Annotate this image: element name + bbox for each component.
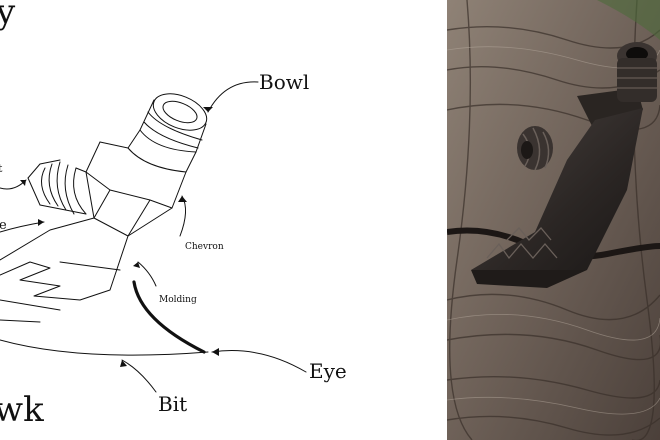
bowl-label: Bowl (259, 70, 310, 94)
leader-arrowheads (20, 107, 219, 367)
leader-lines (0, 81, 307, 393)
cut-label-top: t (0, 162, 3, 175)
bit-label: Bit (158, 392, 188, 416)
tomahawk-head-photo (471, 42, 657, 288)
tomahawk-line-drawing (0, 81, 307, 393)
diagram-panel: y wk Bowl Chevron Molding Eye Bit t e (0, 0, 347, 430)
molding-label: Molding (159, 295, 197, 305)
body-drawing (85, 141, 187, 237)
blade-drawing (0, 217, 209, 356)
title-fragment-top: y (0, 0, 16, 32)
photo-illustration (447, 0, 660, 440)
tomahawk-photo (447, 0, 660, 440)
knob-drawing (27, 159, 87, 215)
eye-drawing (132, 280, 206, 354)
cut-label-mid: e (0, 218, 7, 233)
bowl-drawing (127, 93, 208, 173)
chevron-label: Chevron (185, 242, 224, 252)
title-fragment-bottom: wk (0, 390, 44, 430)
eye-label: Eye (309, 359, 347, 383)
